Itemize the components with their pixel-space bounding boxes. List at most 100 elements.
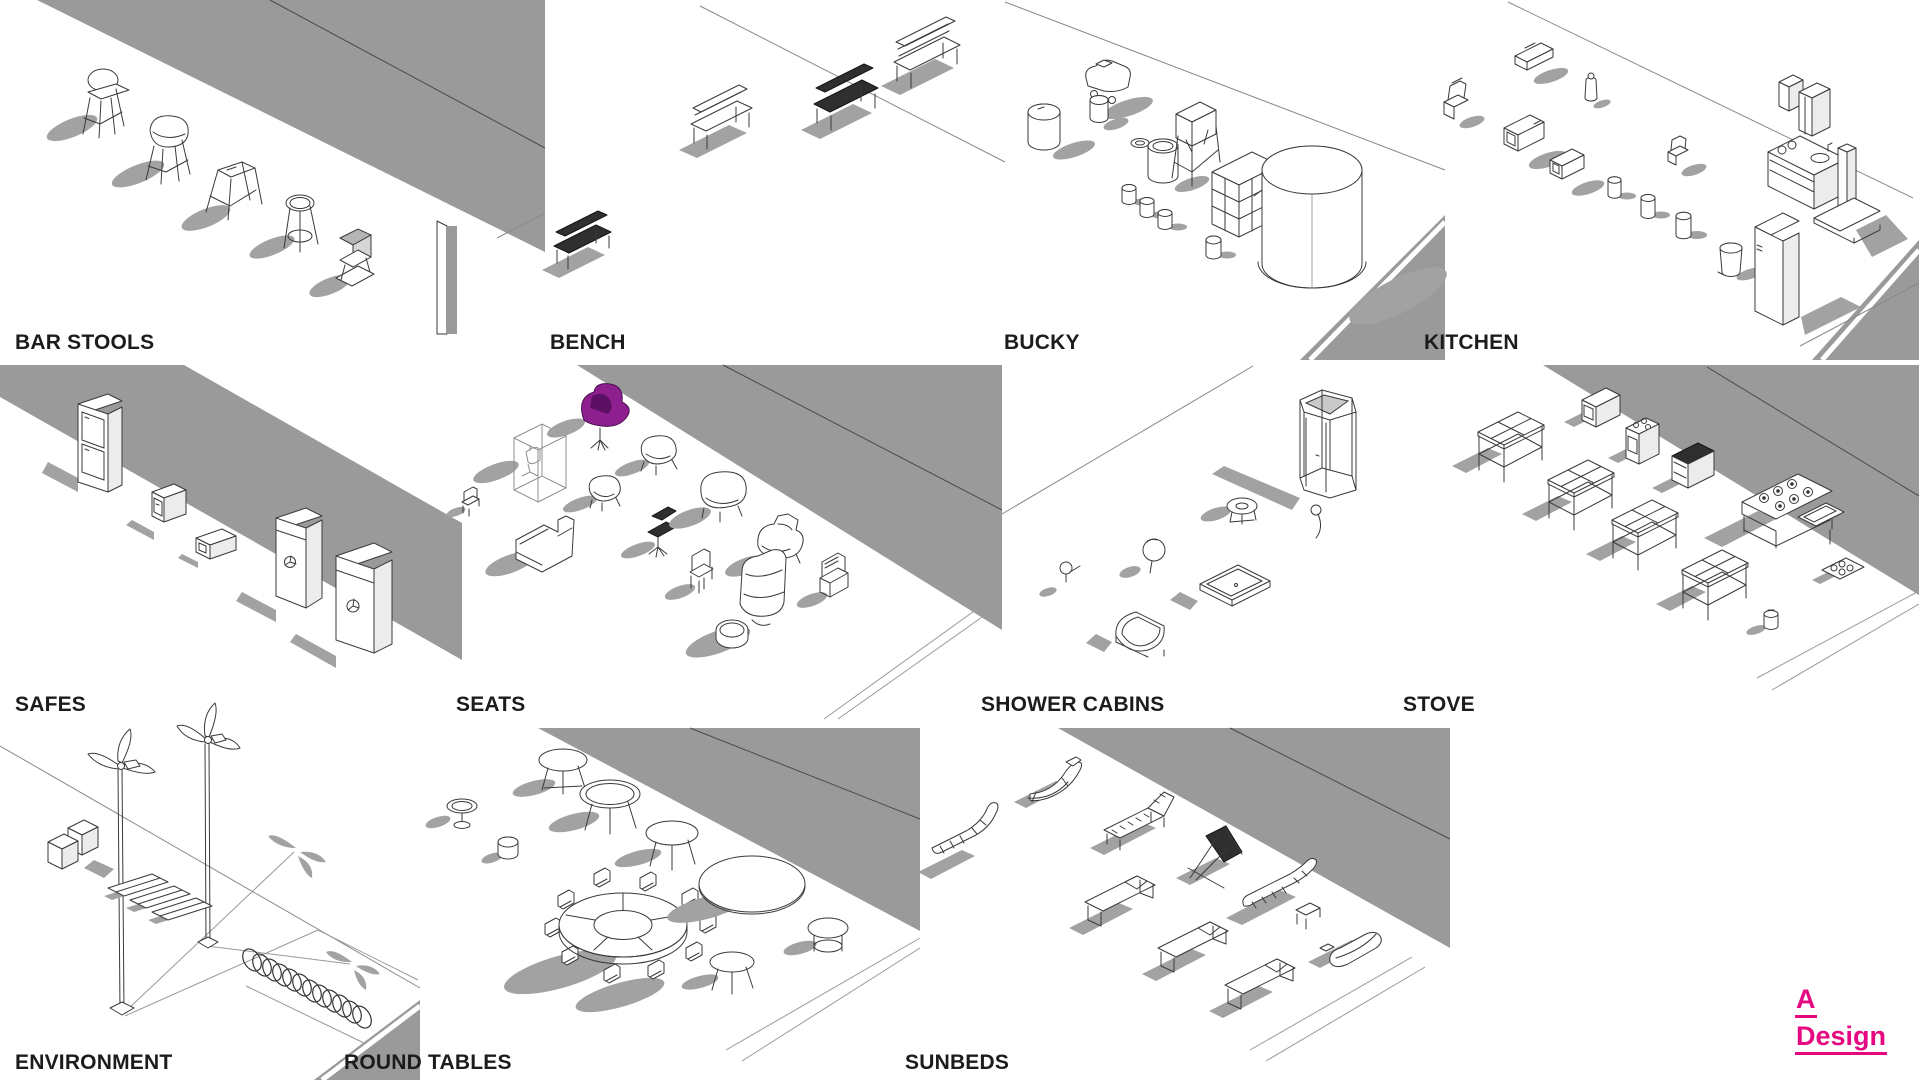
pipe-ring (1130, 138, 1150, 148)
pedestal-side-table (425, 798, 478, 829)
flat-sun-lounger-2 (1141, 921, 1229, 982)
round-top-bar-stool (249, 194, 319, 259)
flat-sun-lounger-3 (1208, 958, 1296, 1019)
industrial-square-stool (181, 161, 263, 231)
round-dining-table (548, 779, 641, 835)
tile-label-seats: SEATS (456, 693, 526, 716)
barrel-armchair (669, 471, 747, 529)
work-table-1 (1452, 411, 1545, 483)
tile-label-kitchen: KITCHEN (1424, 331, 1519, 354)
utility-boxes (47, 819, 114, 878)
chaise-longue-rocker (1014, 756, 1083, 808)
tile-stove (1452, 365, 1919, 691)
drum-base-table (783, 917, 849, 956)
purple-swivel-shell-chair (547, 383, 630, 451)
quadrant-shower-tray (1086, 611, 1165, 658)
shower-seat (1200, 497, 1258, 525)
curved-slat-lounger (918, 802, 999, 879)
gas-canister (1746, 609, 1779, 635)
tall-refrigerator (1754, 212, 1861, 335)
storage-drum (1027, 103, 1096, 160)
high-back-bar-chair (46, 68, 130, 142)
three-leg-round-table-small (512, 748, 588, 797)
solar-panels (104, 873, 213, 924)
tile-seats (446, 364, 1003, 720)
long-slat-bench (881, 16, 961, 95)
small-tub-chair (562, 475, 621, 513)
tile-label-bucky: BUCKY (1004, 331, 1080, 354)
tile-label-stove: STOVE (1403, 693, 1475, 716)
extractor-column (1813, 143, 1881, 244)
slatted-sun-lounger (1090, 791, 1175, 855)
dark-office-task-chair (620, 506, 677, 559)
six-burner-range (1704, 473, 1845, 549)
small-keypad-safe (178, 528, 237, 568)
armchair (614, 435, 678, 477)
ring-conference-table-with-chairs (504, 867, 717, 1013)
round-stool (481, 836, 519, 864)
ball-shower-head (1119, 538, 1166, 578)
pentagonal-corner-shower-cabin (1212, 389, 1357, 510)
large-storage-tank (1253, 145, 1447, 325)
food-processor (1667, 135, 1707, 177)
tripod-table (681, 951, 755, 995)
mobile-compressor-unit (1085, 59, 1153, 120)
storage-canisters (1607, 176, 1707, 240)
compact-dark-bench (542, 210, 612, 278)
round-cafe-table (614, 820, 699, 871)
hand-shower (1310, 504, 1322, 539)
wind-turbine-2 (176, 702, 380, 990)
tile-bar-stools (37, 0, 546, 335)
pedal-bin (1717, 242, 1764, 281)
large-oval-table (667, 855, 806, 923)
side-chair (664, 548, 714, 600)
flat-sun-lounger-1 (1068, 875, 1156, 936)
work-table-2 (1522, 459, 1615, 531)
wood-slat-bench (679, 84, 753, 158)
open-top-container (1147, 138, 1210, 192)
tile-shower-cabins (1001, 365, 1357, 658)
cantilever-z-chair (309, 228, 375, 298)
wall-cabinets (1778, 74, 1831, 137)
compact-microwave (1549, 148, 1605, 196)
dark-garden-bench (801, 63, 879, 139)
square-shower-tray (1170, 564, 1271, 610)
miniature-chair (446, 486, 480, 518)
logo-word: Design (1795, 1023, 1888, 1055)
grill-unit (1652, 442, 1715, 493)
tile-bench (542, 5, 1006, 278)
tile-sunbeds (918, 727, 1451, 1062)
low-sofa-chair (485, 515, 575, 577)
slatted-lounger-with-side-table (1226, 857, 1321, 930)
tile-kitchen (1443, 1, 1919, 362)
work-table-4 (1656, 549, 1749, 621)
microwave-oven (1503, 114, 1568, 170)
freestanding-cooker (1608, 417, 1660, 465)
tile-label-round-tables: ROUND TABLES (344, 1051, 512, 1074)
brand-logo: A Design (1795, 986, 1888, 1055)
small-shower-head (1039, 561, 1081, 597)
blender (1443, 77, 1485, 129)
compact-cube-safe (126, 483, 187, 540)
wind-turbine-1 (87, 728, 326, 1016)
tile-label-safes: SAFES (15, 693, 87, 716)
tile-safes (0, 365, 462, 668)
recliner-with-ottoman (685, 549, 787, 658)
small-canisters (1121, 184, 1236, 260)
tile-bucky (1004, 1, 1447, 362)
shell-bar-chair (111, 115, 191, 188)
tile-label-bench: BENCH (550, 331, 626, 354)
tile-label-sunbeds: SUNBEDS (905, 1051, 1010, 1074)
tile-environment (0, 702, 422, 1080)
tile-round-tables (425, 727, 921, 1062)
countertop-grill (1514, 42, 1569, 84)
metal-frame-chair (796, 552, 849, 608)
single-door-safe-with-dial (236, 507, 323, 622)
work-table-3 (1586, 499, 1679, 571)
waste-bin (1089, 95, 1129, 131)
double-door-tall-safe (42, 393, 123, 493)
oven-box (1564, 387, 1621, 428)
logo-letter: A (1795, 986, 1817, 1018)
